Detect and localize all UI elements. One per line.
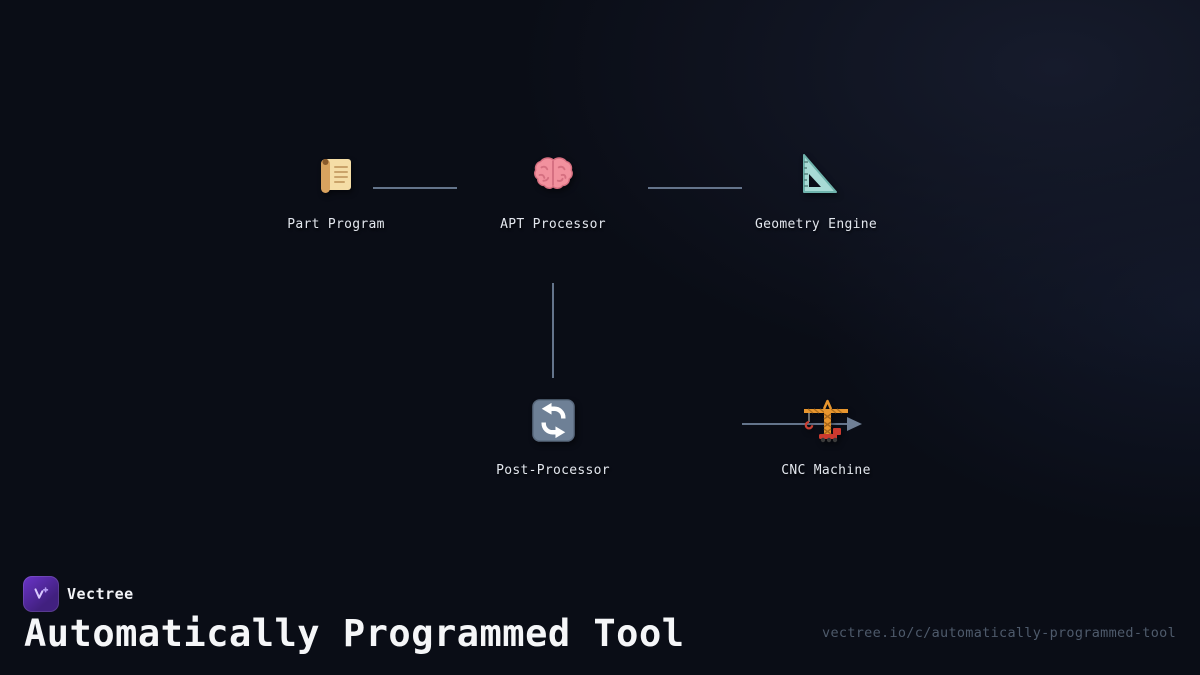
node-geometry-engine: Geometry Engine [726, 146, 906, 232]
edge-part-program-to-apt-processor [373, 187, 457, 189]
counterclockwise-arrows-icon [530, 392, 577, 444]
scroll-icon [312, 146, 360, 198]
node-label: Geometry Engine [755, 217, 877, 232]
edge-apt-processor-to-geometry-engine [648, 187, 742, 189]
vectree-logo [23, 576, 59, 612]
page-title: Automatically Programmed Tool [24, 612, 685, 655]
edge-apt-processor-to-post-processor [552, 283, 554, 378]
node-label: Post-Processor [496, 463, 610, 478]
node-label: Part Program [287, 217, 385, 232]
node-post-processor: Post-Processor [463, 392, 643, 478]
triangular-ruler-icon [792, 146, 840, 198]
node-label: APT Processor [500, 217, 606, 232]
vectree-logo-icon [30, 583, 52, 605]
node-label: CNC Machine [781, 463, 871, 478]
brand-name: Vectree [67, 585, 134, 603]
node-part-program: Part Program [246, 146, 426, 232]
node-apt-processor: APT Processor [463, 146, 643, 232]
construction-crane-icon [800, 392, 852, 444]
node-cnc-machine: CNC Machine [736, 392, 916, 478]
brain-icon [530, 146, 576, 198]
edge-post-processor-to-cnc-machine [742, 423, 848, 425]
edge-arrowhead-cnc-machine [847, 417, 862, 431]
share-url: vectree.io/c/automatically-programmed-to… [822, 625, 1176, 641]
